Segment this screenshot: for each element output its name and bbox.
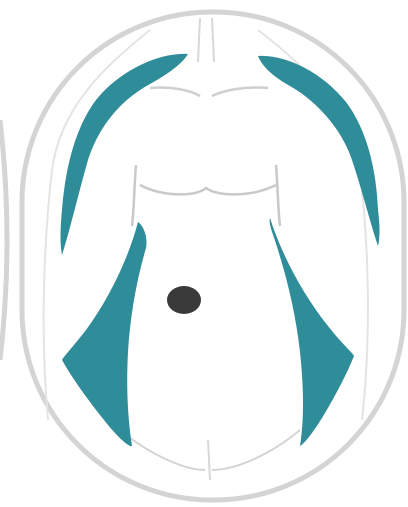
torso-right-side (276, 165, 280, 226)
left-leg-line (120, 430, 205, 470)
right-leg-line (212, 430, 300, 470)
neck-left-line (198, 18, 200, 62)
right-flank-region (270, 218, 354, 446)
left-shoulder-region (61, 54, 189, 255)
torso-left-side (132, 165, 136, 226)
clavicle-right (212, 87, 268, 96)
chest-line (140, 185, 276, 194)
left-panel-edge (0, 120, 7, 360)
groin-line (208, 440, 210, 480)
neck-right-line (212, 18, 214, 62)
diagram-frame (22, 12, 404, 500)
left-flank-region (62, 222, 147, 446)
clavicle-left (150, 87, 200, 96)
navel-marker (167, 286, 201, 314)
